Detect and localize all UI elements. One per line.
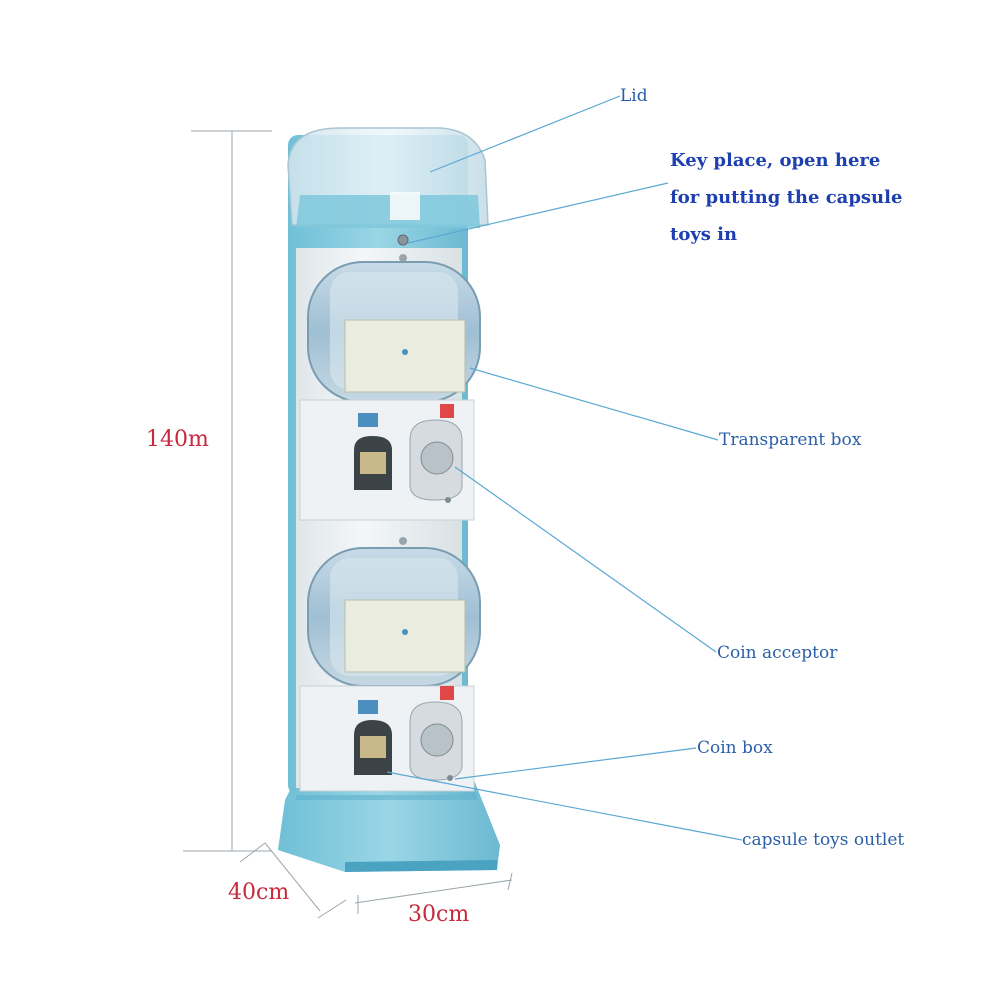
lower-capsule-box [307, 537, 481, 687]
upper-capsule-box [307, 261, 481, 403]
coin-box-label: Coin box [697, 738, 773, 758]
dimension-lines [183, 130, 513, 919]
width-dimension: 30cm [408, 902, 470, 927]
upper-coin-section [299, 399, 475, 521]
lower-coin-section [299, 685, 475, 792]
key-place-label: Key place, open here for putting the cap… [670, 150, 903, 245]
transparent-box-label: Transparent box [719, 430, 862, 450]
key-lock [397, 234, 409, 246]
capsule-outlet-label: capsule toys outlet [742, 830, 905, 850]
height-dimension: 140m [146, 427, 209, 452]
lid-label: Lid [620, 86, 648, 106]
leader-lines [386, 95, 743, 841]
machine-lid [287, 127, 489, 262]
coin-acceptor-label: Coin acceptor [717, 643, 838, 663]
depth-dimension: 40cm [228, 880, 290, 905]
